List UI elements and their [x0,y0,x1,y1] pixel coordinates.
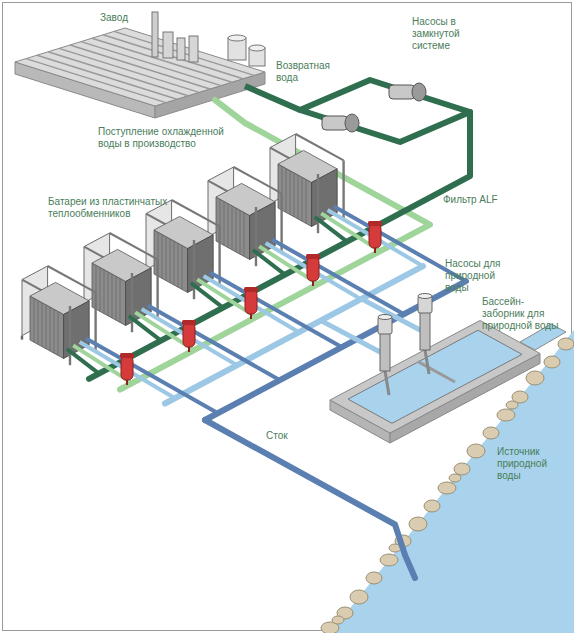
callout-label: Насосы в замкнутой системе [412,16,482,52]
chimney [163,32,173,58]
rock [467,444,485,458]
plate-heat-exchanger [84,233,280,380]
rock [409,517,427,531]
rock [438,482,456,494]
rock [544,356,560,368]
callout-label: Батареи из пластинчатых теплообменников [48,196,178,220]
vertical-pump [418,294,432,375]
pump-motor [389,85,415,99]
pump-motor [322,116,348,130]
callout-label: Завод [100,12,160,24]
water-source [330,330,574,633]
rock [454,463,470,475]
rock [483,427,499,439]
rock [380,554,398,566]
pump-top [378,315,392,320]
suction-pipe [425,350,429,374]
pump-casing [345,114,359,132]
intake-basin [330,321,540,444]
rock [506,401,518,409]
pump-casing [412,83,426,101]
plate-heat-exchanger [22,266,218,413]
chimney [152,12,158,57]
pump-column [420,312,430,350]
pump-symbol [389,83,426,101]
rock [497,409,515,421]
rock [350,590,368,604]
rock [558,338,574,350]
callout-label: Сток [266,430,306,442]
tank-top [249,45,265,51]
pump-top [418,294,432,299]
basin-divider [418,362,455,382]
drain-outlet [205,420,415,578]
chimney [177,38,185,60]
plate-heat-exchanger [146,200,342,347]
factory [15,12,265,118]
roof-ridges [26,31,254,102]
pump-discharge [321,321,380,352]
callout-label: Бассейн-заборник для природной воды [482,296,564,332]
factory-roof [15,28,265,106]
basin-water [348,330,522,423]
pump-column [380,333,390,371]
plate-heat-exchanger [270,134,466,281]
chimney [189,36,198,62]
plate-heat-exchanger [208,167,404,314]
tank-top [228,35,246,41]
vertical-pump [378,315,392,396]
pump-symbol [322,114,359,132]
callout-label: Источник природной воды [497,446,559,482]
return-header [89,112,470,379]
rock [332,616,344,624]
basin-slab [330,321,540,434]
rock [424,500,440,512]
closed-loop-pipe [300,80,470,142]
rock [526,371,544,385]
callout-label: Фильтр ALF [443,194,513,206]
callout-label: Поступление охлажденной воды в производс… [98,126,238,150]
suction-pipe [385,371,389,395]
return-pipe [245,86,300,110]
rock [366,572,382,584]
callout-label: Возвратная вода [276,60,340,84]
rock [449,474,461,482]
callout-label: Насосы для природной воды [445,258,507,294]
